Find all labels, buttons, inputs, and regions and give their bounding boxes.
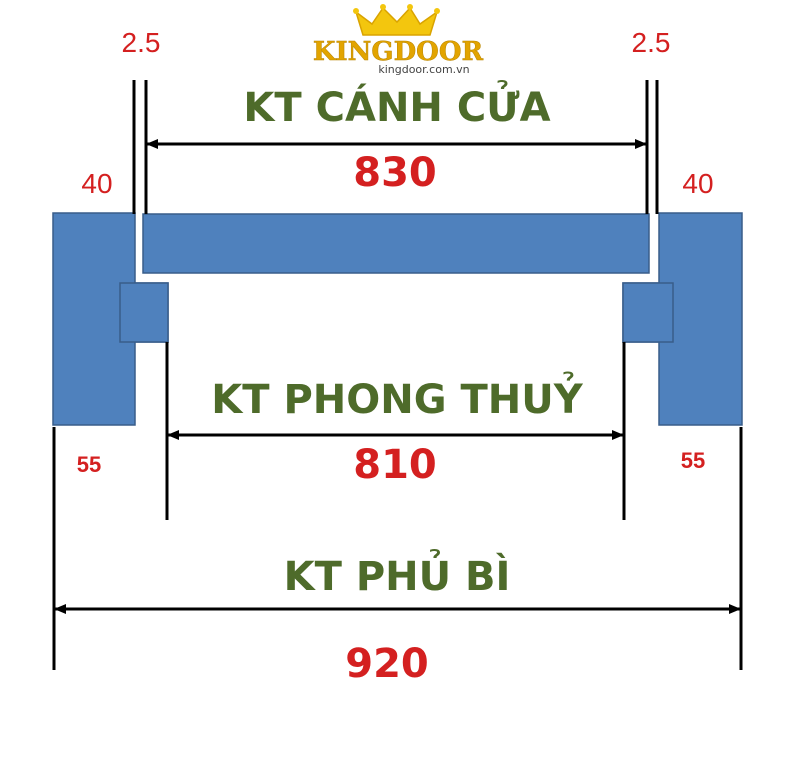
gap-left-label: 2.5 [122, 27, 161, 58]
jamb-right-label: 40 [682, 168, 713, 199]
overall-title: KT PHỦ BÌ [284, 547, 511, 600]
gap-right-label: 2.5 [632, 27, 671, 58]
dimension-arrows [54, 139, 741, 614]
frame-left-label: 55 [77, 452, 101, 477]
frame-right-label: 55 [681, 448, 705, 473]
right-stop [622, 282, 674, 343]
feng-shui-value: 810 [353, 442, 437, 488]
left-stop [119, 282, 169, 343]
logo-brand: KINGDOOR [313, 37, 484, 67]
overall-value: 920 [345, 641, 429, 687]
door-frame [52, 212, 743, 426]
feng-shui-title: KT PHONG THUỶ [211, 370, 583, 423]
jamb-left-label: 40 [81, 168, 112, 199]
logo-website: kingdoor.com.vn [378, 63, 469, 76]
door-leaf-value: 830 [353, 150, 437, 196]
door-leaf-title: KT CÁNH CỬA [243, 78, 550, 131]
kingdoor-logo: KINGDOOR kingdoor.com.vn [313, 4, 484, 76]
door-leaf [142, 213, 650, 274]
crown-icon [354, 6, 439, 36]
